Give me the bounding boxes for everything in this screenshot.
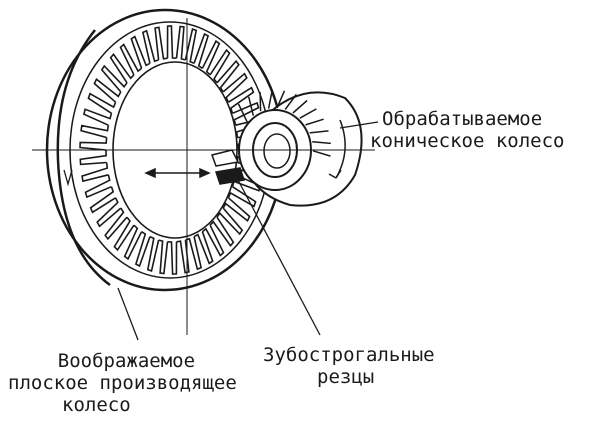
crown-tooth (175, 25, 186, 61)
crown-tooth (201, 224, 225, 257)
cutter-lower (215, 167, 245, 185)
crown-tooth (79, 149, 107, 166)
crown-tooth (80, 124, 110, 139)
crown-tooth (154, 26, 168, 60)
label-planing-cutters: Зубострогальные резцы (263, 344, 435, 388)
crown-tooth (222, 197, 251, 223)
workpiece-hub-inner (263, 133, 291, 169)
planing-cutters (211, 149, 245, 185)
wheel-rotation-mark (63, 169, 73, 187)
crown-tooth (184, 28, 198, 65)
workpiece-tooth (259, 92, 262, 112)
crown-tooth (100, 64, 128, 93)
label-workpiece-line1: Обрабатываемое (382, 108, 543, 130)
crown-tooth (231, 174, 262, 192)
crown-tooth (130, 35, 151, 69)
crown-tooth (222, 72, 248, 103)
workpiece-teeth (237, 89, 331, 157)
workpiece-tooth (237, 103, 248, 122)
workpiece-tooth (312, 150, 331, 157)
crown-tooth (79, 137, 108, 151)
leader-workpiece (339, 121, 379, 129)
workpiece-tooth (299, 108, 317, 119)
crown-tooth (227, 186, 257, 208)
crown-tooth (193, 231, 214, 265)
crown-tooth (176, 240, 190, 274)
crown-tooth (158, 239, 169, 275)
crown-tooth (216, 207, 244, 236)
crown-tooth (113, 216, 135, 252)
crown-tooth (87, 92, 117, 114)
label-cutters-line1: Зубострогальные (263, 344, 435, 366)
label-flat-line2: плоское производящее (8, 372, 237, 394)
leader-flat-wheel (117, 287, 139, 341)
label-flat-generating-wheel: Воображаемое плоское производящее колесо (8, 350, 237, 416)
workpiece-tooth (276, 90, 286, 109)
workpiece-tooth (284, 93, 297, 110)
crown-tooth (201, 39, 221, 76)
crown-tooth (193, 32, 210, 69)
crown-tooth (134, 231, 151, 268)
crown-tooth (81, 162, 109, 183)
crown-tooth (146, 235, 160, 272)
workpiece-tooth (247, 96, 255, 116)
crown-tooth (89, 186, 117, 214)
crown-tooth (84, 174, 112, 199)
reciprocating-arrow (144, 167, 211, 179)
crown-tooth (82, 108, 113, 126)
cutter-upper (211, 149, 240, 167)
workpiece-tooth (267, 89, 273, 109)
crown-tooth (232, 101, 260, 126)
crown-tooth (167, 241, 178, 275)
label-workpiece-line2: коническое колесо (370, 130, 565, 152)
workpiece-tooth (309, 130, 329, 134)
workpiece-tooth (292, 99, 308, 114)
workpiece-bevel-gear (237, 89, 363, 207)
leader-cutters (237, 179, 321, 336)
leader-lines (117, 121, 379, 341)
crown-tooth (119, 43, 143, 76)
workpiece-tooth (305, 118, 324, 126)
crown-tooth (96, 197, 122, 228)
crown-tooth (109, 53, 135, 84)
wheel-rim-edge (56, 29, 111, 287)
label-flat-line3: колесо (62, 394, 131, 416)
crown-tooth (185, 236, 203, 271)
label-flat-line1: Воображаемое (57, 350, 196, 372)
crown-tooth (209, 48, 231, 84)
center-lines (32, 18, 375, 335)
workpiece-tooth (312, 140, 331, 145)
label-workpiece-gear: Обрабатываемое коническое колесо (370, 108, 564, 152)
crown-tooth (216, 59, 240, 93)
crown-tooth (166, 25, 177, 59)
crown-tooth (123, 224, 143, 261)
rotation-arrow-head (328, 169, 342, 179)
label-cutters-line2: резцы (317, 366, 375, 388)
crown-tooth (209, 216, 235, 247)
crown-tooth (141, 29, 159, 64)
crown-tooth (104, 207, 128, 241)
crown-tooth (227, 86, 255, 114)
crown-tooth (93, 77, 122, 103)
